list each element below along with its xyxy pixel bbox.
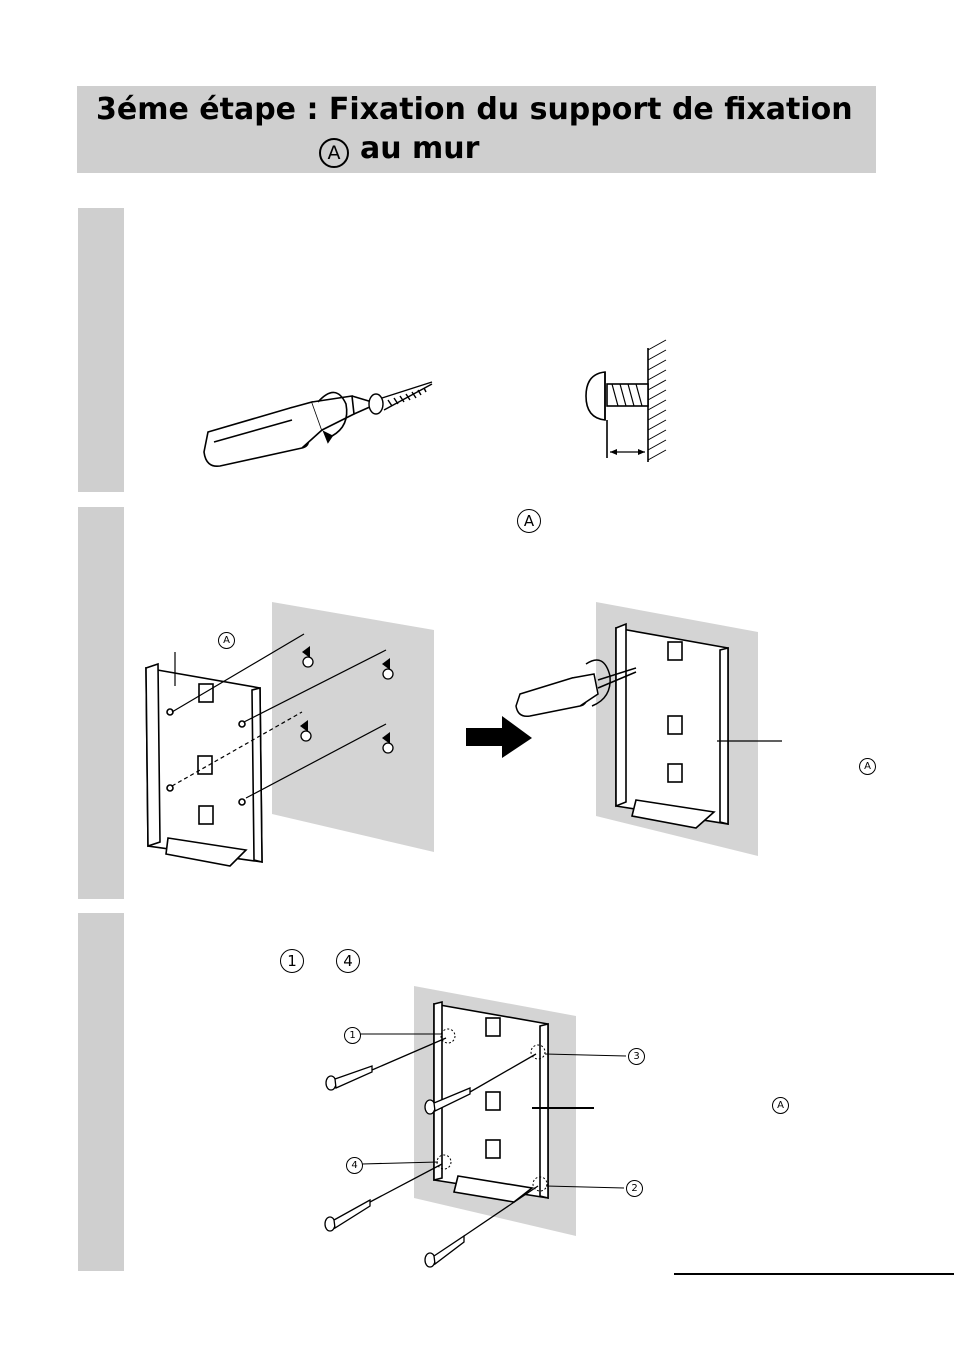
step-3-right-marker-a: A <box>772 1097 789 1114</box>
page-title-line2: au mur <box>360 131 480 166</box>
callout-2: 2 <box>626 1180 643 1197</box>
step-2-right-marker-a: A <box>859 758 876 775</box>
right-arrow-icon <box>466 716 532 758</box>
bottom-rule <box>674 1273 954 1275</box>
step-2-bar <box>78 507 124 899</box>
mounted-bracket-icon <box>615 622 729 829</box>
screws-step3-icon <box>324 1037 539 1268</box>
page-title: 3éme étape : Fixation du support de fixa… <box>96 92 853 127</box>
callout-4: 4 <box>346 1157 363 1174</box>
mounting-bracket-icon <box>145 662 263 867</box>
title-marker-a: A <box>319 138 349 168</box>
step-3-bar <box>78 913 124 1271</box>
screw-icon <box>368 381 433 415</box>
bracket-label-marker-a: A <box>218 632 235 649</box>
screwdriver-icon <box>203 395 373 468</box>
order-to-marker: 4 <box>336 949 360 973</box>
step-2-marker-a: A <box>517 509 541 533</box>
callout-lines <box>360 1033 627 1189</box>
rotation-arrow-icon <box>317 391 348 444</box>
screwdriver-icon-2 <box>515 659 637 718</box>
order-from-marker: 1 <box>280 949 304 973</box>
callout-3: 3 <box>628 1048 645 1065</box>
screw-in-wall-icon <box>585 339 667 462</box>
title-band <box>77 86 876 173</box>
bracket-step3-icon <box>433 1000 549 1203</box>
callout-1: 1 <box>344 1027 361 1044</box>
step-1-bar <box>78 208 124 492</box>
wall-screws-icon <box>300 646 394 754</box>
